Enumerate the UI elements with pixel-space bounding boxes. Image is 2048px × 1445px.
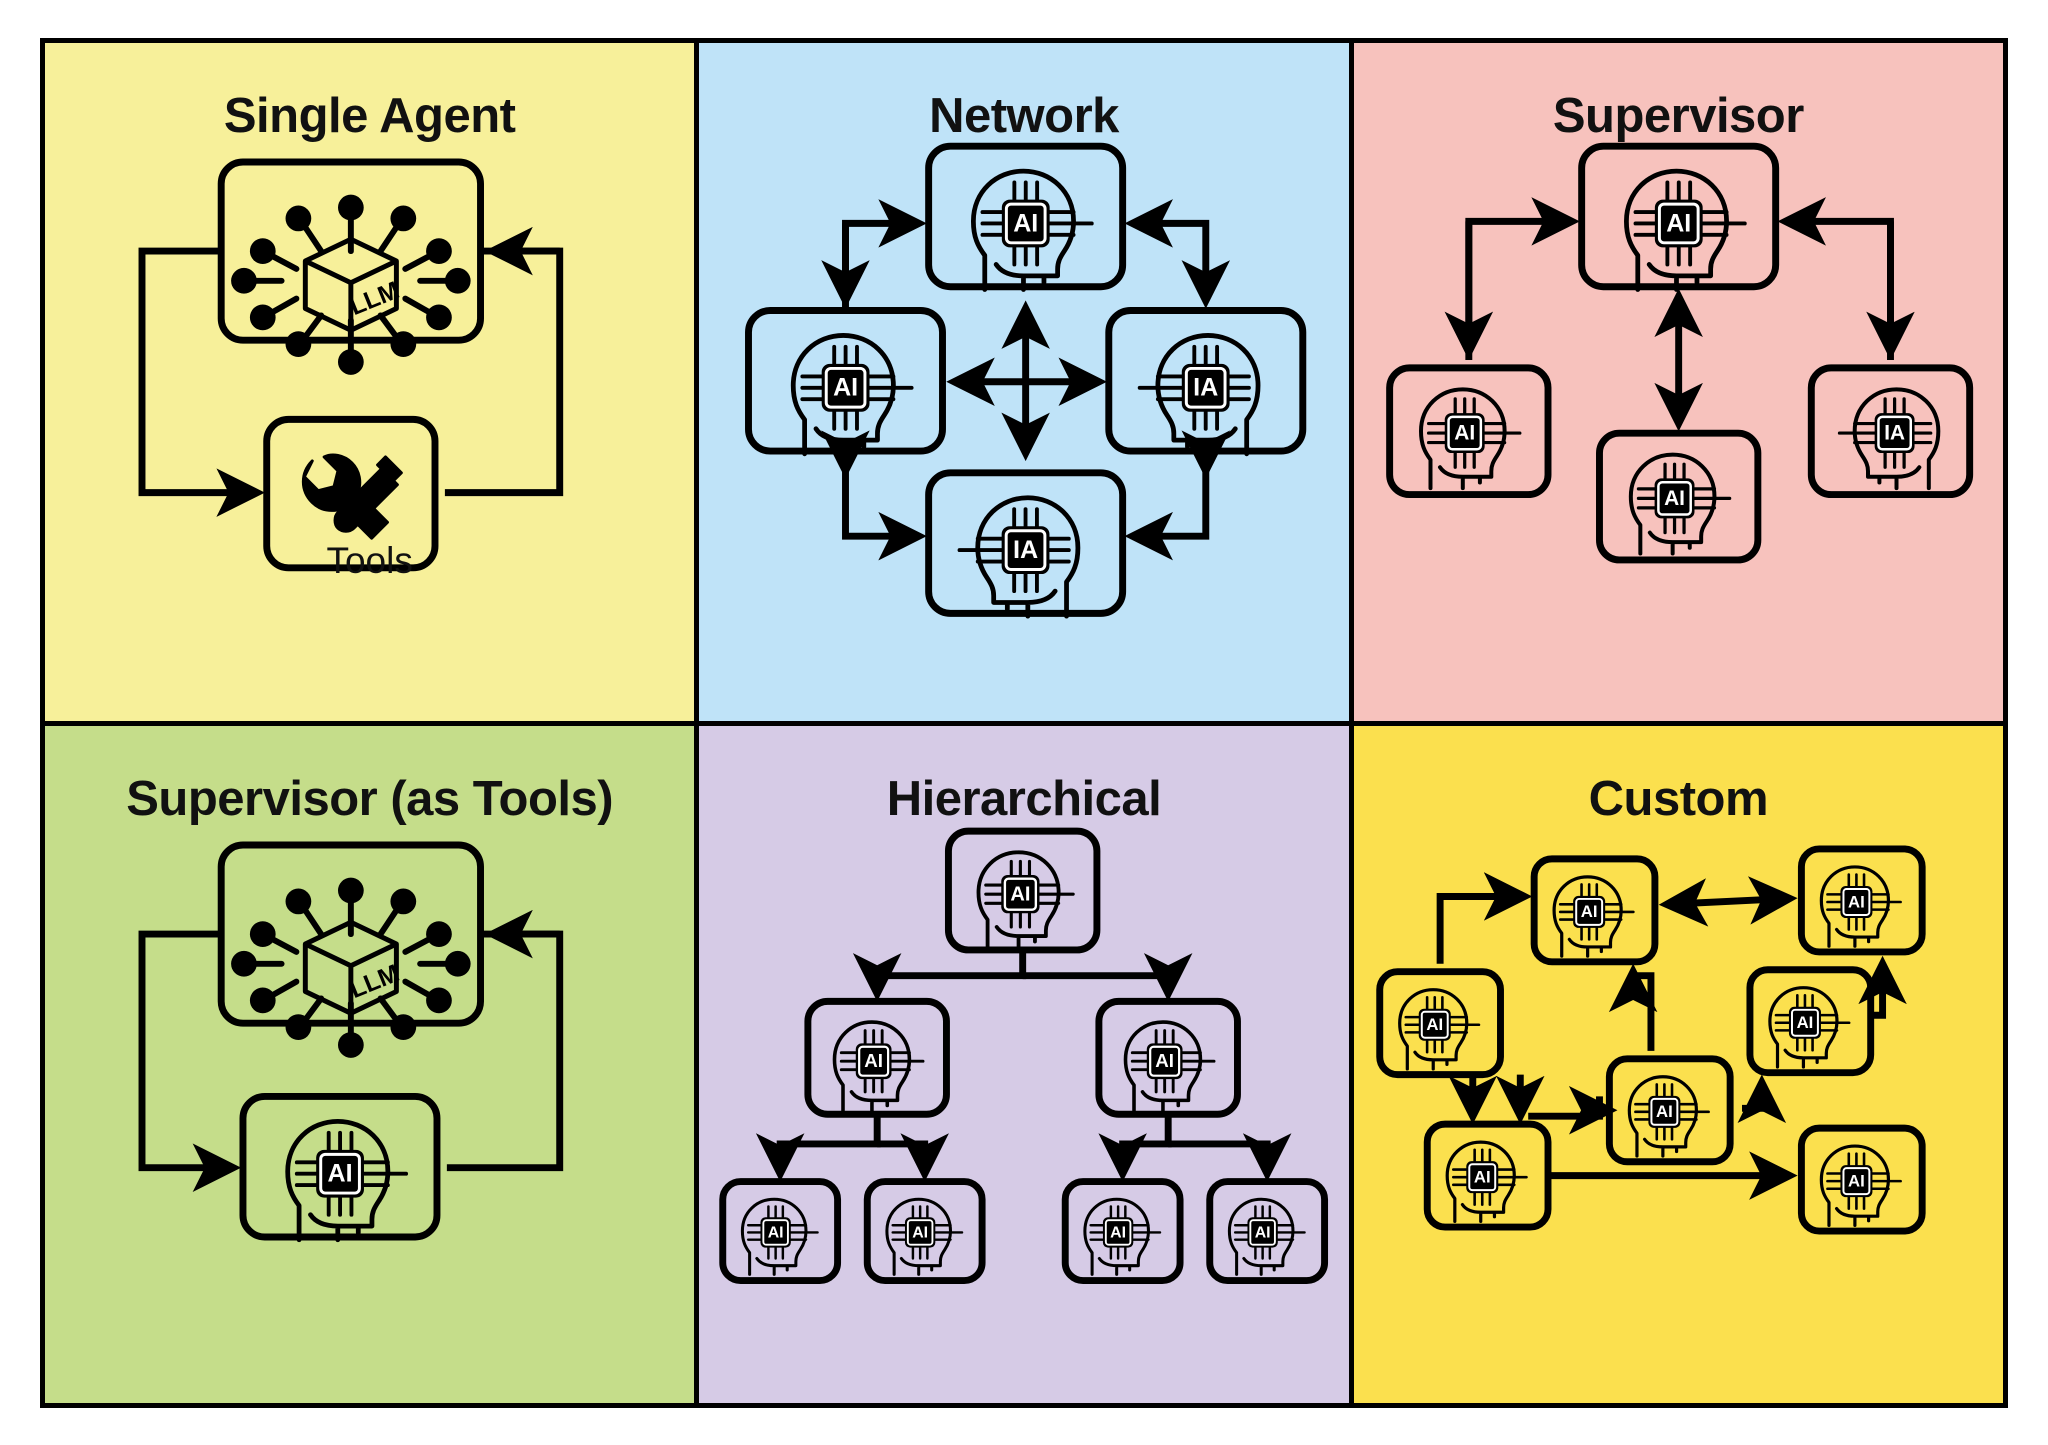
panel-title-supervisor: Supervisor xyxy=(1552,89,1804,143)
ai-head-icon xyxy=(1140,335,1258,453)
llm-cube-icon xyxy=(231,877,471,1057)
network-stage xyxy=(699,43,1348,721)
ai-head-icon xyxy=(1418,387,1522,491)
edge-mid2-to-leaf3 xyxy=(1098,1113,1172,1182)
panel-network: Network xyxy=(699,43,1349,721)
custom-stage xyxy=(1354,726,2003,1404)
tools-node-box[interactable] xyxy=(263,415,439,572)
supervisor-worker-1[interactable] xyxy=(1385,364,1552,499)
custom-node-f[interactable] xyxy=(1797,1124,1926,1235)
edge-top-to-right xyxy=(1132,219,1231,309)
edge-a-b-bidirectional xyxy=(1658,875,1798,927)
edge-mid2-to-leaf4 xyxy=(1168,1132,1292,1182)
edge-worker1-to-supervisor xyxy=(1465,197,1580,360)
ai-head-icon xyxy=(1552,874,1635,958)
edge-llm-to-agent xyxy=(138,930,242,1192)
custom-node-c[interactable] xyxy=(1375,967,1504,1078)
supervisor-stage xyxy=(1354,43,2003,721)
panel-custom: Custom xyxy=(1353,725,2003,1404)
ai-head-icon xyxy=(974,171,1092,289)
ai-head-icon xyxy=(1627,1074,1710,1158)
panel-supervisor: Supervisor xyxy=(1353,43,2003,721)
supervisor-worker-3[interactable] xyxy=(1807,364,1973,499)
ai-head-icon xyxy=(1228,1197,1307,1276)
edge-llm-to-tools xyxy=(138,247,265,517)
custom-node-d[interactable] xyxy=(1746,965,1874,1076)
ai-head-icon xyxy=(1397,987,1481,1071)
supervisor-as-tools-stage xyxy=(45,726,694,1404)
ai-head-icon xyxy=(794,335,912,453)
panel-title-network: Network xyxy=(929,89,1119,143)
edge-worker3-to-supervisor xyxy=(1777,197,1894,360)
edge-bottom-to-left xyxy=(842,460,928,561)
edge-mid1-to-leaf2 xyxy=(877,1132,950,1182)
edge-right-to-bottom xyxy=(1124,460,1210,561)
edge-mid1-to-leaf1 xyxy=(756,1113,881,1182)
panel-title-supervisor-as-tools: Supervisor (as Tools) xyxy=(126,771,614,826)
ai-head-icon xyxy=(741,1197,820,1276)
edge-e-to-d xyxy=(1737,1073,1786,1123)
panel-hierarchical: Hierarchical xyxy=(699,725,1349,1404)
architecture-grid: Single Agent Tools Network xyxy=(40,38,2008,1408)
edge-g-to-e-stem xyxy=(1527,1095,1603,1120)
ai-head-icon xyxy=(1083,1197,1162,1276)
tools-caption: Tools xyxy=(326,540,413,581)
panel-title-custom: Custom xyxy=(1588,771,1769,826)
ai-head-icon xyxy=(1124,1019,1217,1112)
ai-head-icon xyxy=(833,1019,926,1112)
llm-cube-icon xyxy=(231,195,471,375)
ai-head-icon xyxy=(885,1197,964,1276)
ai-head-icon xyxy=(1626,171,1744,289)
ai-head-icon xyxy=(1767,985,1851,1069)
edge-d-to-b-stem xyxy=(1870,969,1886,1019)
edge-left-to-top xyxy=(842,199,928,311)
ai-head-icon xyxy=(1819,1143,1902,1227)
panel-single-agent: Single Agent Tools xyxy=(45,43,695,721)
ai-head-icon xyxy=(960,498,1078,616)
edge-root-to-mid1 xyxy=(853,949,1027,1002)
edge-root-to-mid2 xyxy=(1023,952,1193,1002)
supervisor-worker-2[interactable] xyxy=(1595,429,1761,564)
ai-head-icon xyxy=(288,1121,406,1239)
ai-head-icon xyxy=(1819,864,1902,948)
ai-head-icon xyxy=(1628,452,1732,556)
panel-supervisor-as-tools: Supervisor (as Tools) xyxy=(45,725,695,1404)
ai-head-icon xyxy=(976,849,1076,949)
ai-head-icon xyxy=(1837,387,1940,491)
panel-title-single-agent: Single Agent xyxy=(223,89,516,143)
ai-head-icon xyxy=(1445,1140,1528,1223)
panel-title-hierarchical: Hierarchical xyxy=(886,771,1162,826)
single-agent-stage xyxy=(45,43,694,721)
hierarchical-stage xyxy=(699,726,1348,1404)
wrench-screwdriver-icon xyxy=(301,453,403,540)
custom-node-b[interactable] xyxy=(1797,845,1926,955)
edge-c-to-a xyxy=(1436,871,1532,964)
edge-e-to-a xyxy=(1608,963,1658,1051)
custom-node-a[interactable] xyxy=(1530,854,1659,965)
